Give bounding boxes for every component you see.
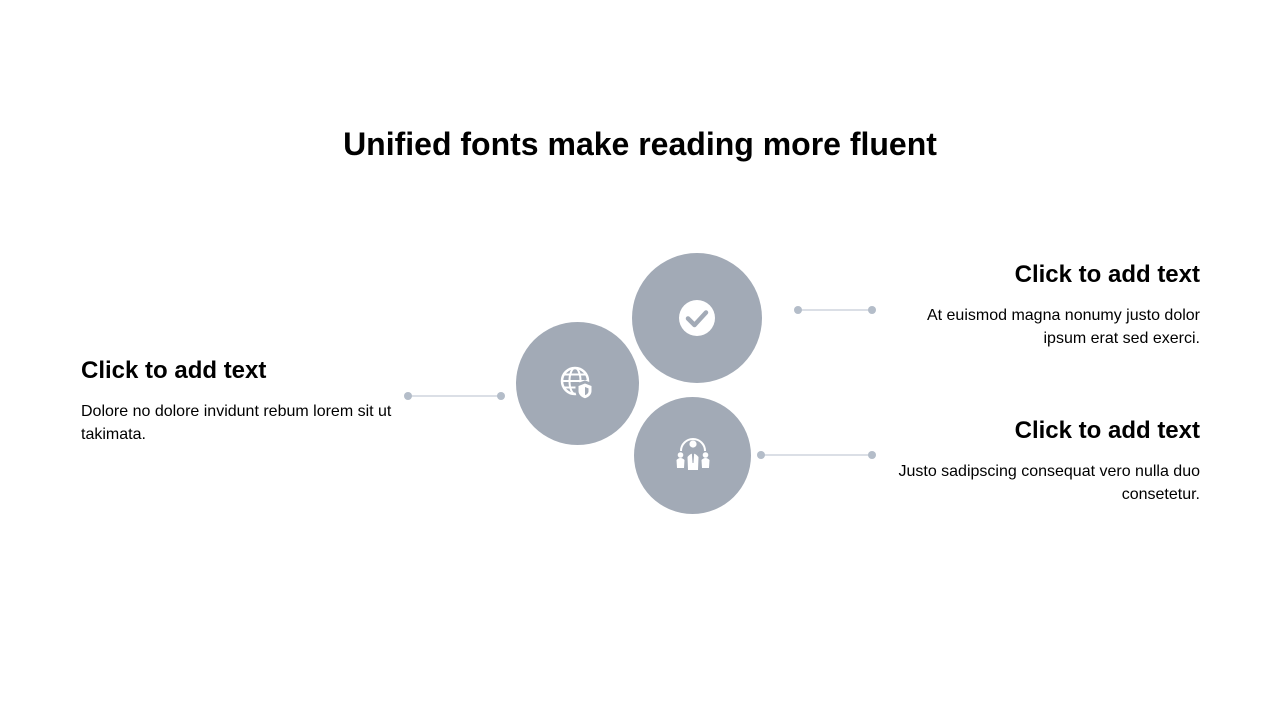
- body-right-bottom[interactable]: Justo sadipscing consequat vero nulla du…: [898, 463, 1200, 503]
- heading-right-top[interactable]: Click to add text: [1014, 261, 1200, 288]
- connector-right-top: [794, 306, 876, 314]
- connector-left: [404, 392, 505, 400]
- globe-shield-icon: [560, 366, 596, 402]
- team-icon: [673, 436, 713, 476]
- circle-top[interactable]: [632, 253, 762, 383]
- text-block-right-bottom: Click to add text Justo sadipscing conse…: [880, 416, 1200, 506]
- circle-left[interactable]: [516, 322, 639, 445]
- heading-left[interactable]: Click to add text: [81, 357, 267, 384]
- body-right-top[interactable]: At euismod magna nonumy justo dolor ipsu…: [926, 307, 1200, 347]
- check-icon: [678, 299, 716, 337]
- slide-title: Unified fonts make reading more fluent: [343, 126, 937, 162]
- circle-bottom[interactable]: [634, 397, 751, 514]
- body-left[interactable]: Dolore no dolore invidunt rebum lorem si…: [81, 403, 392, 443]
- connector-right-bottom: [757, 451, 876, 459]
- text-block-right-top: Click to add text At euismod magna nonum…: [880, 260, 1200, 350]
- text-block-left: Click to add text Dolore no dolore invid…: [81, 356, 406, 446]
- heading-right-bottom[interactable]: Click to add text: [1014, 417, 1200, 444]
